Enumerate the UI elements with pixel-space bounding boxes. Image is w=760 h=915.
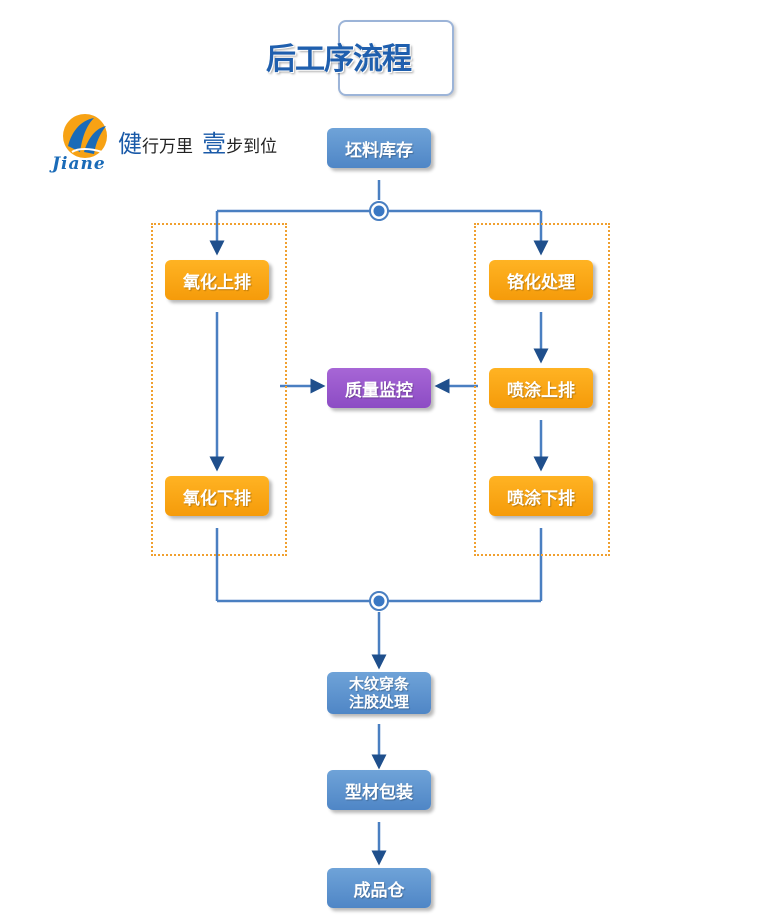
junction-dot-bottom (369, 591, 389, 611)
slogan-part-2: 步到位 (226, 137, 278, 157)
page-title: 后工序流程 (266, 42, 412, 77)
node-woodgrain-glue: 木纹穿条 注胶处理 (327, 672, 431, 714)
brand-slogan: 健行万里 壹步到位 (118, 128, 277, 160)
node-woodgrain-line-2: 注胶处理 (348, 693, 409, 711)
slogan-part-1: 行万里 (142, 137, 193, 157)
node-finished-warehouse: 成品仓 (327, 868, 431, 908)
slogan-char-1: 健 (118, 130, 142, 158)
junction-dot-top (369, 201, 389, 221)
node-spray-upload: 喷涂上排 (489, 368, 593, 408)
jiane-logo-icon (63, 114, 107, 158)
node-spray-unload: 喷涂下排 (489, 476, 593, 516)
node-billet-stock: 坯料库存 (327, 128, 431, 168)
node-woodgrain-line-1: 木纹穿条 (348, 675, 409, 693)
node-profile-packing: 型材包装 (327, 770, 431, 810)
node-chromate-treatment: 铬化处理 (489, 260, 593, 300)
oxidation-group-box (151, 223, 287, 556)
spray-group-box (474, 223, 610, 556)
title-frame (338, 20, 454, 96)
node-quality-monitoring: 质量监控 (327, 368, 431, 408)
logo-wordmark: Jiane (52, 154, 106, 174)
node-oxidation-upload: 氧化上排 (165, 260, 269, 300)
node-oxidation-unload: 氧化下排 (165, 476, 269, 516)
slogan-char-2: 壹 (202, 130, 227, 158)
